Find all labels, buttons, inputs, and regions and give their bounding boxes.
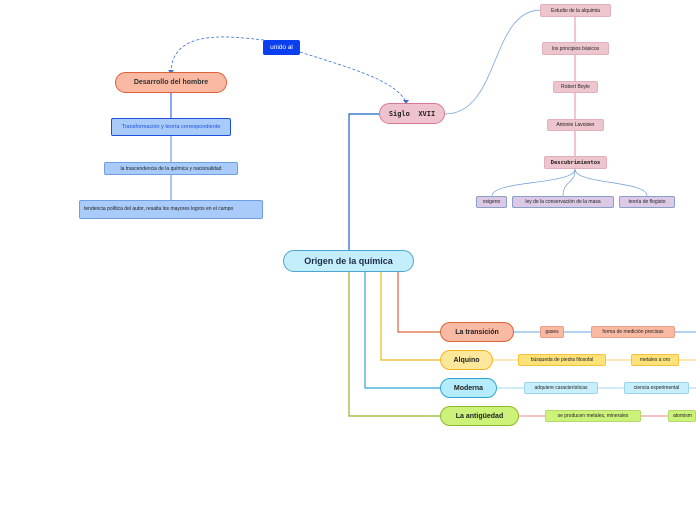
branch-alquino[interactable]: Alquino [440, 350, 493, 370]
central-topic[interactable]: Origen de la química [283, 250, 414, 272]
left-branch-item[interactable]: la trascendencia de la química y naciona… [104, 162, 238, 175]
branch-item[interactable]: adquiere características [524, 382, 598, 394]
left-branch-item[interactable]: Transformación y teoría correspondiente [111, 118, 231, 136]
relation-label[interactable]: unido al [263, 40, 300, 55]
siglo-chain-item[interactable]: Estudio de la alquimia [540, 4, 611, 17]
discovery-item[interactable]: ley de la conservación de la masa [512, 196, 614, 208]
siglo-chain-item[interactable]: Antonie Lavoisier [547, 119, 604, 131]
siglo-title[interactable]: Siglo XVII [379, 103, 445, 124]
discovery-item[interactable]: teoría de flogisto [619, 196, 675, 208]
left-branch-title[interactable]: Desarrollo del hombre [115, 72, 227, 93]
branch-item[interactable]: se producen metales, minerales [545, 410, 641, 422]
siglo-chain-item[interactable]: los principios básicos [542, 42, 609, 55]
branch-antiguedad[interactable]: La antigüedad [440, 406, 519, 426]
branch-item[interactable]: forma de medición precisas [591, 326, 675, 338]
branch-item[interactable]: metales a oro [631, 354, 679, 366]
branch-transicion[interactable]: La transición [440, 322, 514, 342]
branch-moderna[interactable]: Moderna [440, 378, 497, 398]
left-branch-item[interactable]: tendencia política del autor, resalta lo… [79, 200, 263, 219]
siglo-chain-item[interactable]: Robert Boyle [553, 81, 598, 93]
discovery-item[interactable]: oxigeno [476, 196, 507, 208]
branch-item[interactable]: gases [540, 326, 564, 338]
branch-item[interactable]: búsqueda de piedra filosofal [518, 354, 606, 366]
branch-item[interactable]: atomism [668, 410, 696, 422]
branch-item[interactable]: ciencia experimental [624, 382, 689, 394]
siglo-chain-item[interactable]: Descubrimientos [544, 156, 607, 169]
